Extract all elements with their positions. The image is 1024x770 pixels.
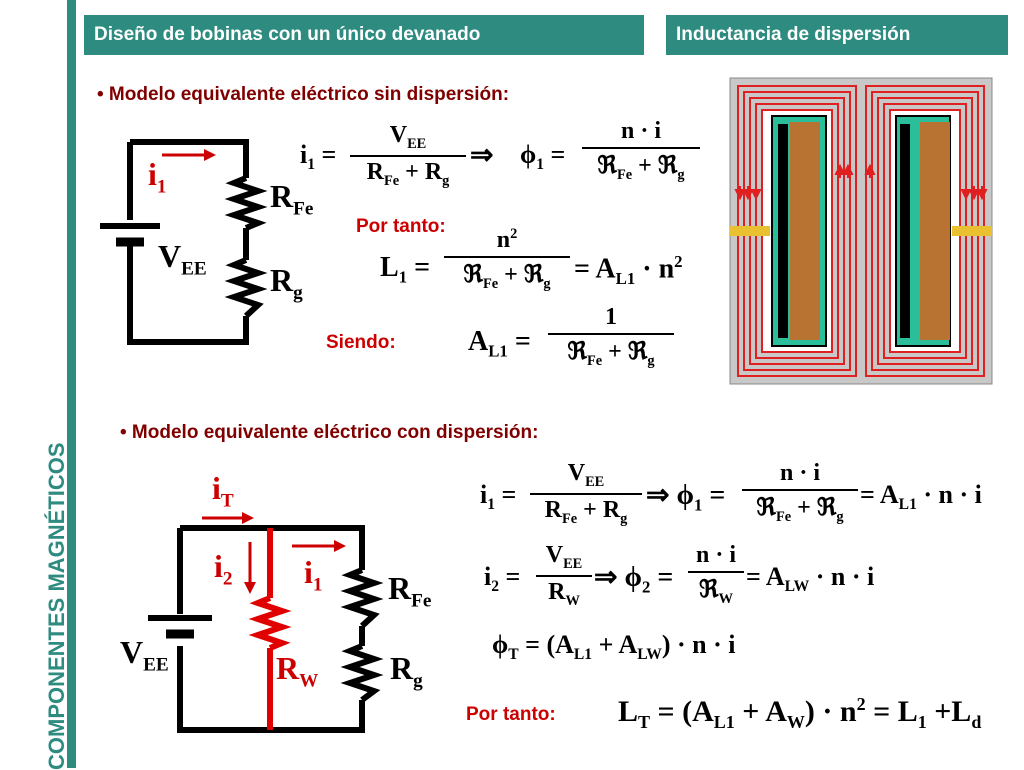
eq2-phi1: ⇒ ϕ1 = bbox=[646, 480, 726, 515]
circuit2-rw-label: RW bbox=[276, 650, 319, 692]
eq-l1-result: = AL1 · n2 bbox=[574, 252, 683, 288]
circuit1-source-label: VEE bbox=[158, 238, 207, 280]
bullet-con-dispersion: • Modelo equivalente eléctrico con dispe… bbox=[120, 422, 539, 443]
vertical-title: COMPONENTES MAGNÉTICOS bbox=[44, 442, 69, 770]
eq2-phi1-result: = AL1 · n · i bbox=[860, 480, 982, 514]
eq2-i2: i2 = bbox=[484, 562, 521, 596]
header-left: Diseño de bobinas con un único devanado bbox=[84, 15, 644, 55]
circuit2-rg-label: Rg bbox=[390, 650, 423, 692]
eq2-phi2-result: = ALW · n · i bbox=[746, 562, 875, 596]
circuit2-i2-label: i2 bbox=[214, 548, 233, 590]
eq1-phi1: ϕ1 = bbox=[520, 140, 566, 174]
circuit1-rg-label: Rg bbox=[270, 262, 303, 304]
sidebar bbox=[0, 0, 68, 768]
circuit2-it-label: iT bbox=[212, 470, 234, 512]
label-por-tanto-2: Por tanto: bbox=[466, 704, 556, 725]
eq2-lt: LT = (AL1 + AW) · n2 = L1 +Ld bbox=[618, 694, 982, 732]
eq1-i1: i1 = bbox=[300, 140, 337, 174]
implies-arrow-1: ⇒ bbox=[470, 140, 494, 171]
circuit2-source-label: VEE bbox=[120, 634, 169, 676]
circuit2-rfe-label: RFe bbox=[388, 570, 432, 612]
eq-al1: AL1 = bbox=[468, 326, 531, 361]
core-diagram bbox=[729, 77, 993, 385]
eq2-i1: i1 = bbox=[480, 480, 517, 514]
eq-l1: L1 = bbox=[380, 252, 431, 287]
eq2-phit: ϕT = (AL1 + ALW) · n · i bbox=[492, 630, 736, 664]
circuit1-rfe-label: RFe bbox=[270, 178, 314, 220]
circuit-con-dispersion bbox=[148, 512, 384, 733]
eq2-phi2: ⇒ ϕ2 = bbox=[594, 562, 674, 597]
circuit-sin-dispersion bbox=[100, 139, 268, 345]
circuit1-current-label: i1 bbox=[148, 156, 167, 198]
bullet-sin-dispersion: • Modelo equivalente eléctrico sin dispe… bbox=[97, 84, 510, 105]
label-siendo: Siendo: bbox=[326, 332, 396, 353]
sidebar-accent-bar bbox=[67, 0, 76, 768]
header-right: Inductancia de dispersión bbox=[666, 15, 1008, 55]
circuit2-i1-label: i1 bbox=[304, 554, 323, 596]
label-por-tanto-1: Por tanto: bbox=[356, 216, 446, 237]
